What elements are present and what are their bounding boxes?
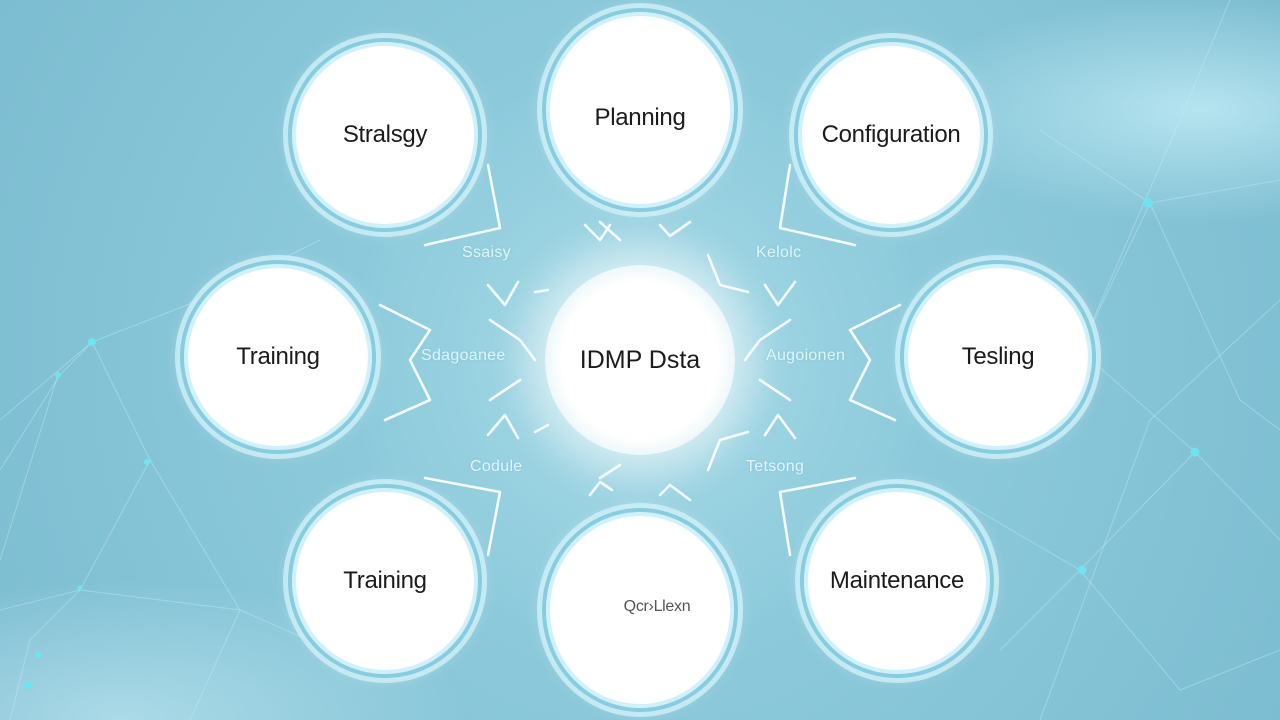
node-planning[interactable]: Planning xyxy=(546,12,734,208)
node-maintenance[interactable]: Maintenance xyxy=(804,488,990,674)
node-bottom[interactable]: Qcr›Llexn xyxy=(546,512,734,708)
node-training-bottom[interactable]: Training xyxy=(292,488,478,674)
connector-label-top-right: Kelolc xyxy=(756,244,802,261)
node-label: Tesling xyxy=(961,343,1035,370)
node-training-left[interactable]: Training xyxy=(184,264,372,450)
connector-label-bottom-left: Codule xyxy=(470,458,523,475)
node-label: Planning xyxy=(594,104,686,131)
connector-label-bottom-right: Tetsong xyxy=(746,458,805,475)
node-configuration[interactable]: Configuration xyxy=(798,42,984,228)
node-label: Training xyxy=(343,567,427,594)
node-label: Maintenance xyxy=(829,567,965,594)
node-label: Configuration xyxy=(821,121,961,148)
connector-label-top-left: Ssaisy xyxy=(462,244,511,261)
node-label: Stralsgy xyxy=(342,121,428,148)
connector-label-right: Augoionen xyxy=(766,347,846,364)
node-label: Training xyxy=(236,343,320,370)
center-label: IDMP Dsta xyxy=(579,345,701,374)
node-strategy[interactable]: Stralsgy xyxy=(292,42,478,228)
connector-arrows xyxy=(378,163,902,557)
connector-label-left: Sdagoanee xyxy=(421,347,506,364)
network-dots xyxy=(24,198,1200,689)
center-hub[interactable]: IDMP Dsta xyxy=(545,265,735,455)
node-label: Qcr›Llexn xyxy=(623,598,691,615)
node-testing[interactable]: Tesling xyxy=(904,264,1092,450)
